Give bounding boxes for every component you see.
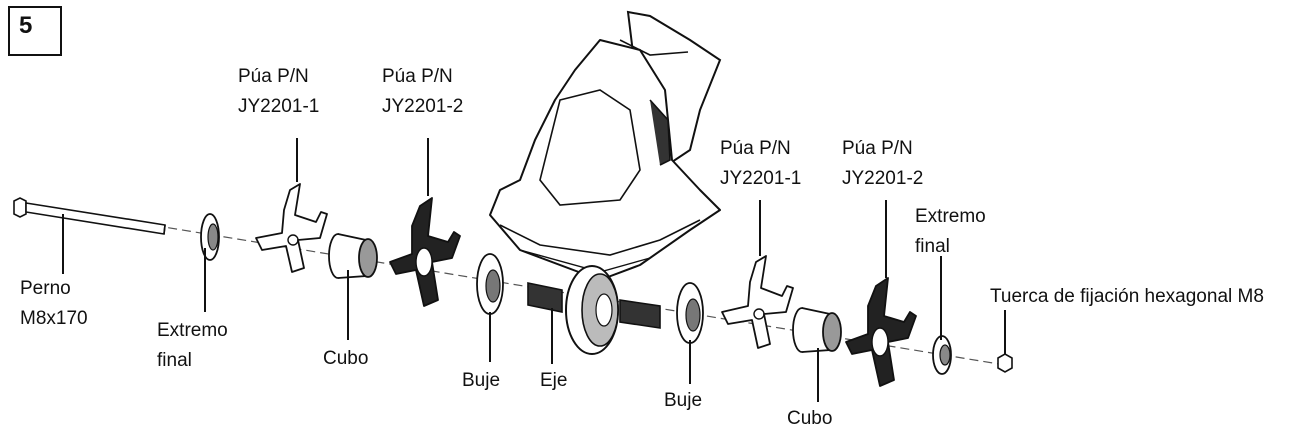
tine-right-1-part — [721, 255, 794, 349]
end-cap-right-part — [932, 335, 952, 375]
step-number: 5 — [19, 12, 33, 39]
end-cap-left-part — [200, 213, 220, 261]
label-end-cap-right: Extremo final — [915, 206, 986, 257]
bushing-right-part — [676, 282, 704, 344]
label-tine-right-2: Púa P/N JY2201-2 — [842, 138, 924, 189]
tine-right-2-part — [845, 277, 917, 387]
hub-left-part — [328, 233, 378, 279]
label-end-cap-left: Extremo final — [157, 320, 228, 371]
tine-left-2-part — [389, 197, 461, 307]
label-hub-right: Cubo — [787, 408, 833, 429]
label-bushing-left: Buje — [462, 370, 501, 391]
step-number-box: 5 — [8, 6, 62, 56]
label-tine-left-2: Púa P/N JY2201-2 — [382, 66, 464, 117]
wheel-part — [565, 265, 619, 355]
bolt-part — [13, 197, 166, 235]
label-tine-left-1: Púa P/N JY2201-1 — [238, 66, 320, 117]
label-bushing-right: Buje — [664, 390, 703, 411]
leader-lines — [62, 138, 1006, 402]
hex-nut-part — [997, 353, 1013, 373]
assembly-axis — [29, 204, 1006, 366]
tine-left-1-part — [255, 183, 328, 273]
label-tine-right-1: Púa P/N JY2201-1 — [720, 138, 802, 189]
bushing-left-part — [476, 253, 504, 315]
hub-right-part — [792, 307, 842, 353]
tiller-body-part — [489, 10, 722, 281]
label-nut: Tuerca de fijación hexagonal M8 — [990, 286, 1264, 307]
label-bolt: Perno M8x170 — [20, 278, 88, 329]
label-axle: Eje — [540, 370, 568, 391]
label-hub-left: Cubo — [323, 348, 369, 369]
axle-part — [527, 282, 661, 329]
